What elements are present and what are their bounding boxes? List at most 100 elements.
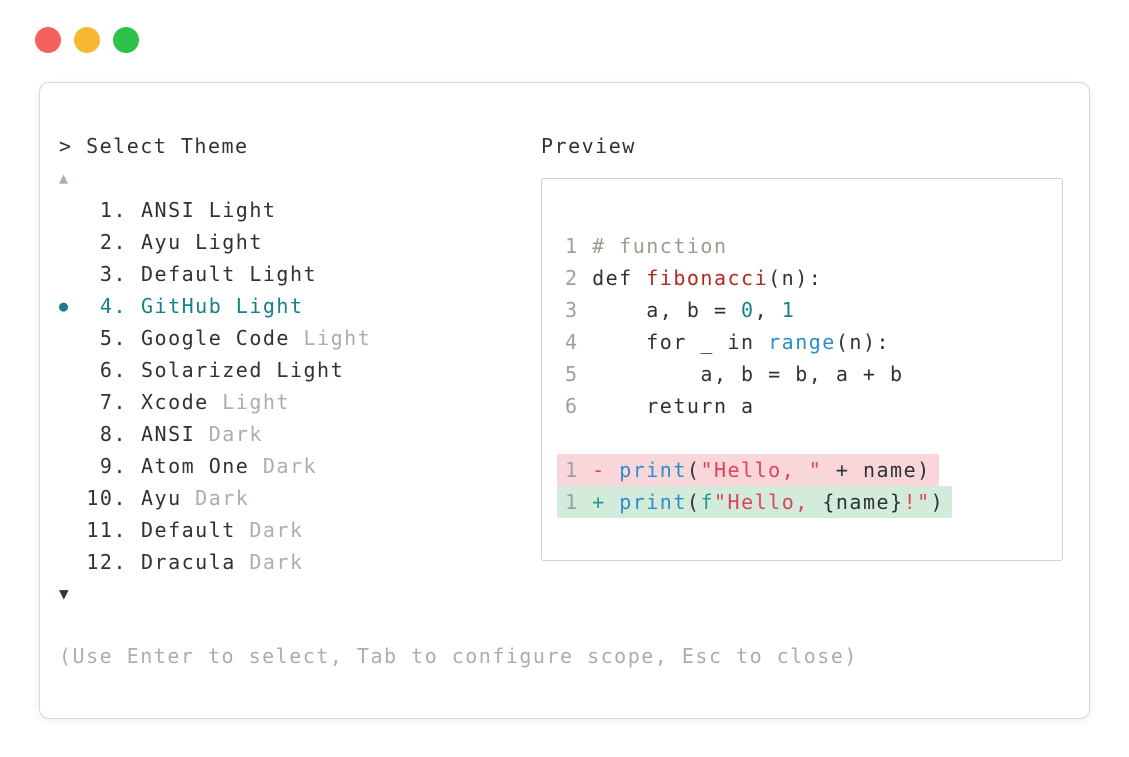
code-token: f — [700, 490, 714, 514]
selected-bullet-icon — [59, 450, 86, 482]
theme-list-item[interactable]: 5.Google Code Light — [59, 322, 371, 354]
code-line: 5 a, b = b, a + b — [565, 358, 1062, 390]
code-token: {name} — [822, 490, 904, 514]
code-token: def — [592, 266, 647, 290]
theme-list-item[interactable]: 3. Default Light — [59, 258, 371, 290]
code-token: # function — [592, 234, 728, 258]
code-token: 1 — [781, 298, 796, 322]
code-line: 6 return a — [565, 390, 1062, 422]
line-number: 3 — [565, 298, 593, 322]
code-token: ) — [930, 490, 945, 514]
code-line: 3 a, b = 0, 1 — [565, 294, 1062, 326]
code-token: fibonacci — [646, 266, 769, 290]
selected-bullet-icon — [59, 322, 86, 354]
zoom-button[interactable] — [113, 27, 139, 53]
theme-list-item[interactable]: 11. Default Dark — [59, 514, 371, 546]
code-token: (n): — [835, 330, 891, 354]
theme-variant: Dark — [195, 422, 263, 446]
code-token: print — [619, 490, 687, 514]
theme-list-item[interactable]: 7.Xcode Light — [59, 386, 371, 418]
code-preview-panel: 1 # function 2 def fibonacci(n): 3 a, b … — [541, 178, 1063, 561]
code-token: a, b = b, a + b — [592, 362, 904, 386]
preview-column: Preview 1 # function 2 def fibonacci(n):… — [541, 130, 1063, 561]
selected-bullet-icon — [59, 514, 86, 546]
code-token — [606, 490, 620, 514]
theme-number: 11. — [86, 518, 127, 542]
code-token: for _ in — [592, 330, 769, 354]
code-token: "Hello, " — [700, 458, 823, 482]
code-line: 1 # function — [565, 230, 1062, 262]
theme-name: Default Light — [141, 262, 318, 286]
keyboard-hints: (Use Enter to select, Tab to configure s… — [59, 644, 858, 668]
code-token: 0 — [741, 298, 755, 322]
line-number: 5 — [565, 362, 593, 386]
close-button[interactable] — [35, 27, 61, 53]
code-token: ( — [686, 490, 701, 514]
theme-picker-window: > Select Theme ▲ 1.ANSI Light 2.Ayu Ligh… — [39, 82, 1090, 719]
theme-number: 6. — [99, 358, 127, 382]
theme-name: Google Code — [141, 326, 290, 350]
code-line: 2 def fibonacci(n): — [565, 262, 1062, 294]
code-line: 4 for _ in range(n): — [565, 326, 1062, 358]
selected-bullet-icon — [59, 226, 86, 258]
theme-name: ANSI Light — [141, 198, 277, 222]
line-number: 4 — [565, 330, 593, 354]
line-number: 1 — [565, 458, 593, 482]
theme-variant: Dark — [235, 550, 304, 574]
theme-number: 8. — [99, 422, 127, 446]
theme-number: 4. — [99, 294, 127, 318]
window-controls — [35, 27, 139, 53]
scroll-down-icon[interactable]: ▼ — [59, 584, 69, 603]
theme-name: Solarized Light — [141, 358, 345, 382]
theme-variant: Light — [289, 326, 372, 350]
diff-removed-line: 1 - print("Hello, " + name) — [557, 454, 1062, 486]
code-token: (n): — [768, 266, 823, 290]
theme-name: Atom One — [141, 454, 250, 478]
preview-title: Preview — [541, 134, 636, 158]
scroll-up-icon[interactable]: ▲ — [59, 169, 69, 187]
theme-number: 3. — [99, 262, 127, 286]
prompt-title: > Select Theme — [59, 134, 249, 158]
theme-name: Ayu — [141, 486, 182, 510]
selected-bullet-icon: ● — [59, 297, 70, 315]
theme-variant: Dark — [181, 486, 250, 510]
theme-list-item[interactable]: 12. Dracula Dark — [59, 546, 371, 578]
code-token: , — [754, 298, 782, 322]
diff-added-line: 1 + print(f"Hello, {name}!") — [557, 486, 1062, 518]
theme-variant: Dark — [249, 454, 318, 478]
blank-line — [565, 422, 1062, 454]
line-number: 1 — [565, 490, 593, 514]
theme-list-item[interactable]: 9.Atom One Dark — [59, 450, 371, 482]
diff-plus-sign: + — [592, 490, 606, 514]
line-number: 6 — [565, 394, 593, 418]
theme-number: 1. — [99, 198, 127, 222]
diff-minus-sign: - — [592, 458, 606, 482]
theme-list-column: > Select Theme ▲ 1.ANSI Light 2.Ayu Ligh… — [59, 130, 371, 610]
selected-bullet-icon — [59, 258, 86, 290]
code-token: a, b = — [592, 298, 742, 322]
code-token — [606, 458, 620, 482]
selected-bullet-icon — [59, 418, 86, 450]
theme-variant: Dark — [235, 518, 304, 542]
theme-list-item[interactable]: 1. ANSI Light — [59, 194, 371, 226]
theme-number: 12. — [86, 550, 127, 574]
theme-name: Dracula — [141, 550, 236, 574]
selected-bullet-icon — [59, 386, 86, 418]
theme-list-item[interactable]: 2.Ayu Light — [59, 226, 371, 258]
selected-bullet-icon — [59, 194, 86, 226]
theme-name: ANSI — [141, 422, 196, 446]
theme-list-item-selected[interactable]: ●4.GitHub Light — [59, 290, 371, 322]
theme-number: 2. — [99, 230, 127, 254]
minimize-button[interactable] — [74, 27, 100, 53]
theme-number: 7. — [99, 390, 127, 414]
theme-name: Default — [141, 518, 236, 542]
theme-list-item[interactable]: 10.Ayu Dark — [59, 482, 371, 514]
code-token: !" — [903, 490, 931, 514]
theme-variant: Light — [208, 390, 290, 414]
code-token: range — [768, 330, 836, 354]
selected-bullet-icon — [59, 354, 86, 386]
code-token: "Hello, — [714, 490, 823, 514]
theme-list-item[interactable]: 8. ANSI Dark — [59, 418, 371, 450]
code-token: + name) — [822, 458, 931, 482]
theme-list-item[interactable]: 6. Solarized Light — [59, 354, 371, 386]
